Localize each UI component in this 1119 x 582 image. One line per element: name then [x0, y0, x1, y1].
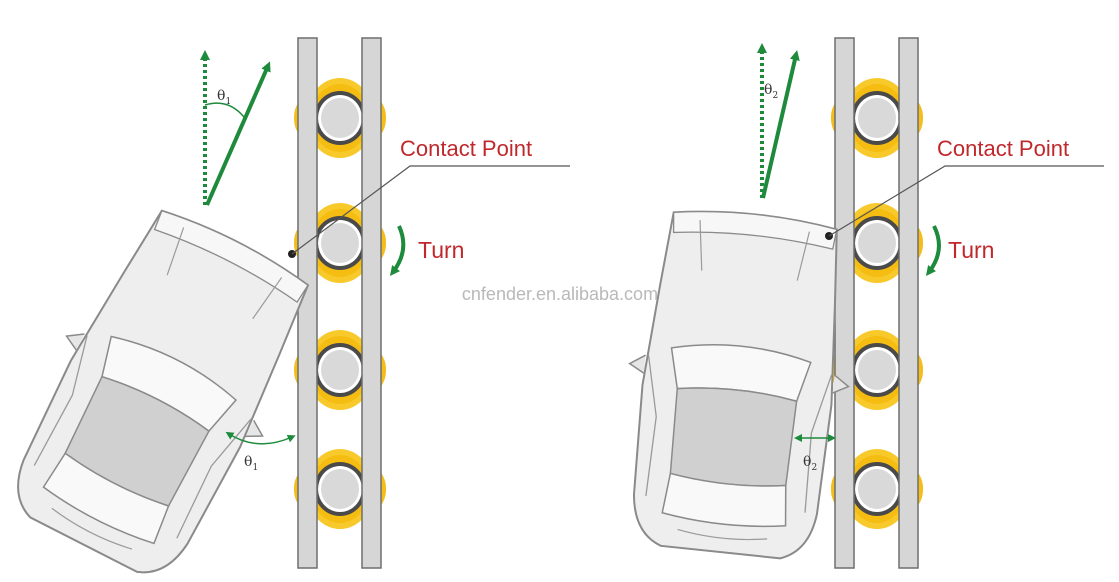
watermark: cnfender.en.alibaba.com — [462, 284, 658, 304]
right-car — [610, 201, 867, 565]
right-leader-line — [828, 165, 1104, 237]
left-theta-bottom: θ1 — [244, 454, 258, 473]
right-velocity-arrow — [761, 50, 800, 199]
left-panel: Contact Point Turn θ1 θ1 — [0, 37, 570, 582]
left-theta-top: θ1 — [217, 88, 231, 107]
right-theta-top: θ2 — [764, 82, 778, 101]
right-rail-outer — [898, 37, 919, 569]
left-angle-arc-bottom — [225, 431, 296, 445]
right-rail-inner — [834, 37, 855, 569]
right-turn-arrow — [925, 225, 941, 276]
left-turn-label: Turn — [418, 237, 464, 263]
right-theta-bottom: θ2 — [803, 454, 817, 473]
left-turn-arrow — [389, 225, 406, 276]
right-contact-label: Contact Point — [937, 136, 1069, 161]
left-angle-arc-top — [204, 102, 245, 118]
left-contact-label: Contact Point — [400, 136, 532, 161]
left-leader-line — [291, 165, 570, 255]
right-turn-label: Turn — [948, 237, 994, 263]
left-rail-outer — [361, 37, 382, 569]
left-car — [0, 191, 337, 582]
left-velocity-arrow — [205, 61, 271, 206]
right-panel: Contact Point Turn θ2 θ2 — [610, 37, 1104, 569]
